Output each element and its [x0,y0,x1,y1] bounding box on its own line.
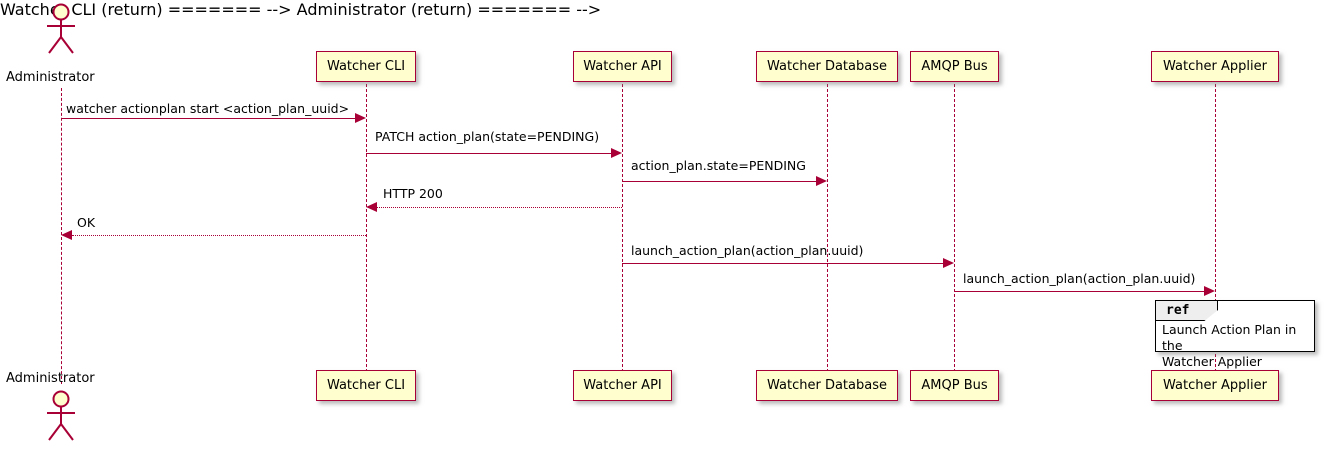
participant-label: Watcher Database [767,59,887,74]
ref-fragment-tab: ref [1156,301,1218,321]
participant-box-watcher-applier-bottom[interactable]: Watcher Applier [1151,370,1279,401]
message-line-3 [622,181,816,182]
participant-box-amqp-bus-top[interactable]: AMQP Bus [910,51,999,82]
message-label-4: HTTP 200 [383,186,443,201]
lifeline-watcher-database [827,84,828,372]
participant-box-amqp-bus-bottom[interactable]: AMQP Bus [910,370,999,401]
message-label-3: action_plan.state=PENDING [631,158,806,173]
participant-label: Watcher CLI [326,59,406,74]
participant-label: AMQP Bus [921,378,988,393]
message-arrowhead-3 [816,176,827,186]
lifeline-watcher-api [622,84,623,372]
actor-label-bottom: Administrator [6,371,95,386]
participant-box-watcher-database-top[interactable]: Watcher Database [756,51,898,82]
participant-box-watcher-api-top[interactable]: Watcher API [573,51,672,82]
message-label-7: launch_action_plan(action_plan.uuid) [963,271,1196,286]
message-arrowhead-6 [943,258,954,268]
lifeline-amqp-bus [954,84,955,372]
participant-label: AMQP Bus [921,59,988,74]
message-arrowhead-2 [611,148,622,158]
participant-label: Watcher Applier [1163,378,1267,393]
message-line-5 [72,235,366,236]
message-arrowhead-7 [1204,286,1215,296]
ref-fragment-text: Launch Action Plan in the Watcher Applie… [1162,322,1310,370]
participant-label: Watcher API [583,59,662,74]
message-arrowhead-5 [61,230,72,240]
ref-fragment-text-line-1: Launch Action Plan in the [1162,322,1297,353]
ref-fragment-text-line-2: Watcher Applier [1162,353,1262,369]
participant-box-watcher-applier-top[interactable]: Watcher Applier [1151,51,1279,82]
message-arrowhead-1 [355,113,366,123]
participant-box-watcher-cli-bottom[interactable]: Watcher CLI [316,370,416,401]
message-line-6 [622,263,943,264]
ref-fragment-keyword: ref [1166,303,1190,318]
message-label-1: watcher actionplan start <action_plan_uu… [66,101,350,116]
message-arrowhead-4 [366,202,377,212]
participant-box-watcher-database-bottom[interactable]: Watcher Database [756,370,898,401]
message-line-4 [377,207,622,208]
message-label-2: PATCH action_plan(state=PENDING) [375,129,600,144]
message-label-6: launch_action_plan(action_plan.uuid) [631,243,864,258]
actor-figure-bottom [47,390,75,441]
message-line-7 [954,291,1204,292]
ref-fragment: ref Launch Action Plan in the Watcher Ap… [1155,300,1315,369]
lifeline-watcher-applier [1215,84,1216,372]
participant-label: Watcher API [583,378,662,393]
participant-box-watcher-cli-top[interactable]: Watcher CLI [316,51,416,82]
actor-figure-top [47,3,75,54]
participant-label: Watcher Applier [1163,59,1267,74]
message-line-1 [61,118,355,119]
participant-label: Watcher CLI [326,378,406,393]
lifeline-watcher-cli [366,84,367,372]
actor-label-top: Administrator [6,70,95,85]
message-label-5: OK [77,215,96,230]
message-line-2 [366,153,611,154]
participant-label: Watcher Database [767,378,887,393]
participant-box-watcher-api-bottom[interactable]: Watcher API [573,370,672,401]
